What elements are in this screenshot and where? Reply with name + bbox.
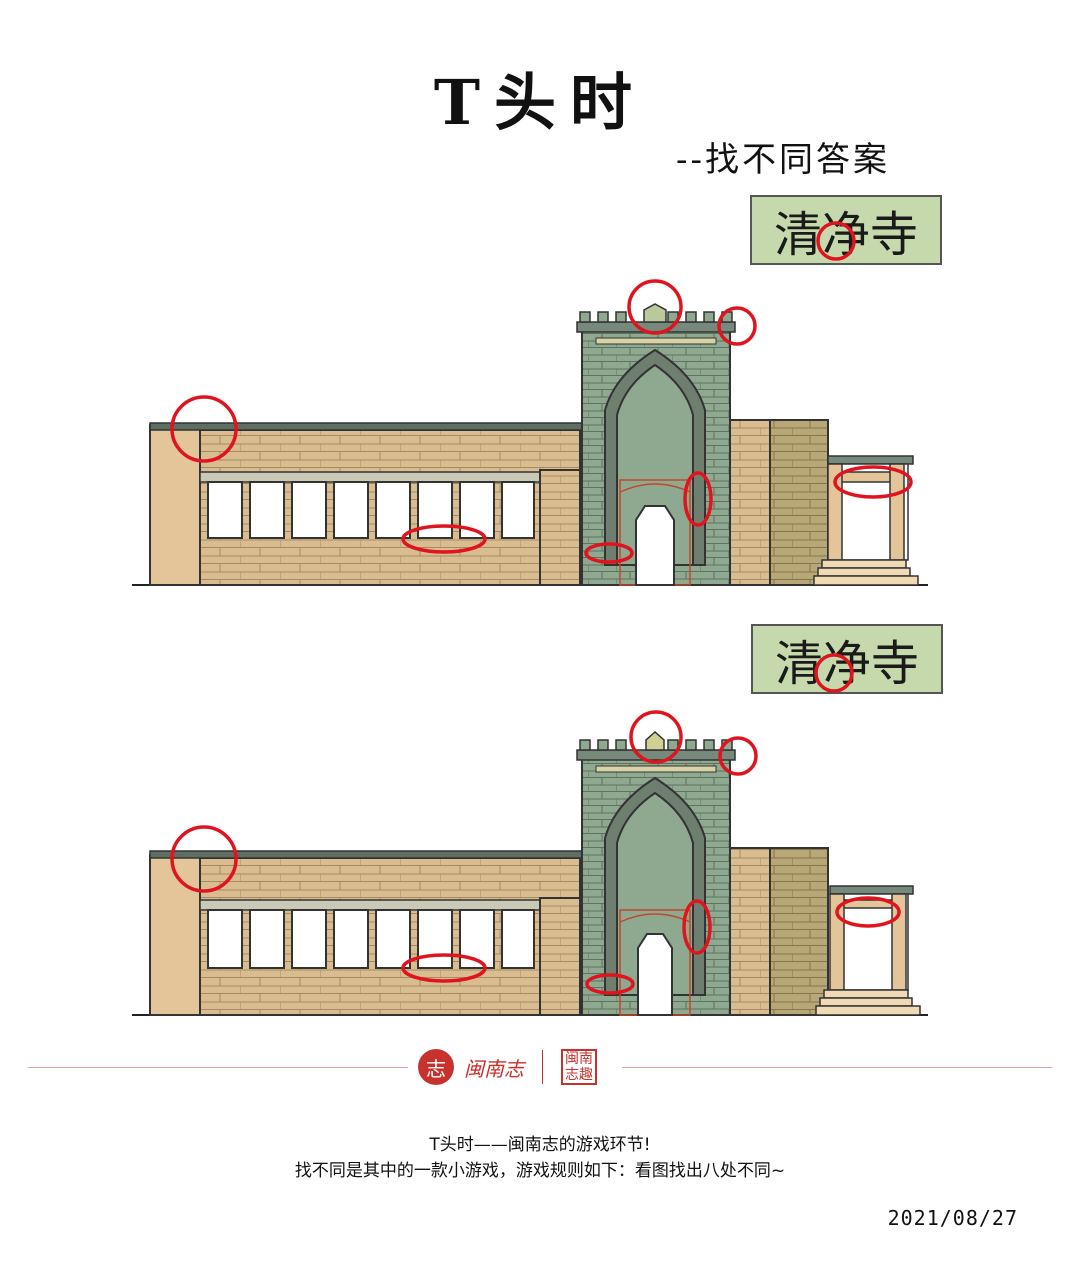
round-seal-icon: 志 <box>418 1049 454 1085</box>
difference-circle <box>682 899 712 955</box>
difference-circle <box>814 653 854 693</box>
mosque-illustration <box>132 303 928 586</box>
sign-text: 清净寺 <box>773 207 918 263</box>
brand-name: 闽南志 <box>464 1056 524 1081</box>
difference-circle <box>717 306 757 346</box>
difference-circle <box>170 825 238 893</box>
difference-circle <box>627 279 683 335</box>
mosque-illustration <box>132 730 928 1016</box>
footer-divider-right <box>622 1067 1052 1068</box>
square-seal-icon: 闽南志趣 <box>561 1049 597 1085</box>
page-title: T头时 <box>433 66 647 139</box>
difference-circle <box>835 896 901 928</box>
top-picture[interactable]: 清净寺 <box>0 180 1080 600</box>
difference-markers <box>170 653 901 995</box>
page-subtitle: --找不同答案 <box>676 140 890 180</box>
difference-circle <box>401 524 487 554</box>
mosque-sign: 清净寺 <box>750 195 942 265</box>
footer-divider-left <box>28 1067 408 1068</box>
brand-logo: 志 闽南志 闽南志趣 <box>418 1046 597 1088</box>
sign-text: 清净寺 <box>774 636 919 692</box>
difference-circle <box>585 973 635 995</box>
publish-date: 2021/08/27 <box>887 1206 1018 1230</box>
difference-circle <box>718 736 758 776</box>
difference-circle <box>683 471 713 527</box>
difference-circle <box>170 395 238 463</box>
difference-circle <box>401 953 487 983</box>
difference-circle <box>584 542 634 564</box>
bottom-picture[interactable]: 清净寺 <box>0 610 1080 1030</box>
description-line-1: T头时——闽南志的游戏环节! <box>429 1135 651 1155</box>
brand-separator <box>542 1050 543 1084</box>
difference-circle <box>629 710 683 764</box>
difference-circle <box>816 221 856 261</box>
difference-markers <box>170 221 913 564</box>
description-line-2: 找不同是其中的一款小游戏，游戏规则如下：看图找出八处不同~ <box>294 1161 786 1181</box>
mosque-sign: 清净寺 <box>751 624 943 694</box>
difference-circle <box>833 465 913 499</box>
